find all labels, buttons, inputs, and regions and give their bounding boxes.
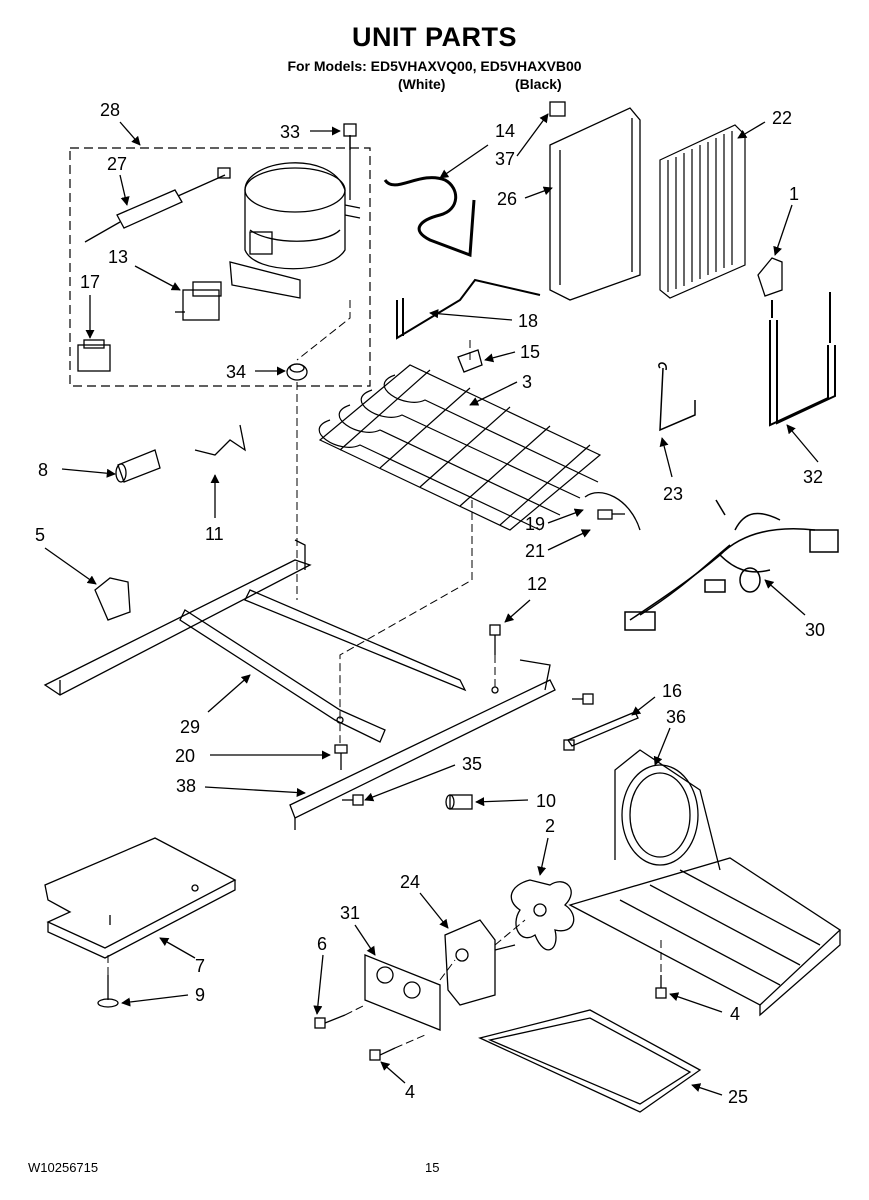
callout-13: 13	[108, 247, 128, 267]
filter-drier-drawing	[84, 167, 231, 243]
screw-35-drawing	[342, 693, 594, 806]
callout-4-right: 4	[730, 1004, 740, 1024]
callout-10: 10	[536, 791, 556, 811]
callout-33: 33	[280, 122, 300, 142]
callout-11: 11	[205, 524, 224, 544]
base-fan-bracket-drawing	[568, 749, 842, 1017]
fan-motor-drawing	[444, 919, 516, 1006]
callout-35: 35	[462, 754, 482, 774]
callout-22: 22	[772, 108, 792, 128]
callout-6: 6	[317, 934, 327, 954]
model-numbers: For Models: ED5VHAXVQ00, ED5VHAXVB00	[287, 58, 582, 74]
screw-12-drawing	[489, 624, 501, 655]
wire-harness-30-drawing	[624, 499, 839, 631]
clip-drawing	[757, 257, 783, 297]
callout-19: 19	[525, 514, 545, 534]
callout-16: 16	[662, 681, 682, 701]
page-number: 15	[425, 1160, 440, 1175]
callout-29: 29	[180, 717, 200, 737]
cable-tie-drawing	[563, 711, 639, 751]
motor-bracket-drawing	[364, 954, 441, 1031]
callout-32: 32	[803, 467, 823, 487]
compressor-drawing	[229, 135, 361, 299]
callout-25: 25	[728, 1087, 748, 1107]
condenser-shroud-drawing	[549, 101, 641, 301]
callout-1: 1	[789, 184, 799, 204]
fan-blade-drawing	[510, 879, 575, 951]
screw-4-lower-drawing	[369, 1047, 396, 1061]
callout-5: 5	[35, 525, 45, 545]
callout-9: 9	[195, 985, 205, 1005]
callout-34: 34	[226, 362, 246, 382]
callout-2: 2	[545, 816, 555, 836]
callout-21: 21	[525, 541, 545, 561]
callout-38: 38	[176, 776, 196, 796]
callout-27: 27	[107, 154, 127, 174]
drain-pan-drawing	[478, 1009, 702, 1113]
callout-30: 30	[805, 620, 825, 640]
callout-23: 23	[663, 484, 683, 504]
screw-33-drawing	[343, 123, 357, 150]
wire-harness-23-drawing	[658, 362, 696, 432]
callout-12: 12	[527, 574, 547, 594]
discharge-tube-drawing	[383, 176, 476, 258]
bracket-5-drawing	[94, 577, 131, 621]
callout-28: 28	[100, 100, 120, 120]
grommet-drawing	[286, 363, 308, 381]
callout-3: 3	[522, 372, 532, 392]
suction-tube-drawing	[769, 292, 836, 427]
tube-insulation-drawing	[115, 449, 161, 483]
variant-white-label: (White)	[398, 76, 446, 92]
grommet-10-drawing	[445, 794, 473, 810]
evaporator-clip-drawing	[457, 349, 483, 373]
wire-11-drawing	[194, 424, 246, 456]
callout-26: 26	[497, 189, 517, 209]
defrost-heater-drawing	[584, 492, 641, 531]
insulation-panel-drawing	[44, 837, 237, 959]
document-number: W10256715	[28, 1160, 99, 1175]
screw-4-upper-drawing	[655, 975, 667, 999]
callout-7: 7	[195, 956, 205, 976]
start-relay-drawing	[175, 281, 222, 321]
callout-4-bottom: 4	[405, 1082, 415, 1102]
callout-18: 18	[518, 311, 538, 331]
callout-36: 36	[666, 707, 686, 727]
callout-14: 14	[495, 121, 515, 141]
callout-20: 20	[175, 746, 195, 766]
callout-8: 8	[38, 460, 48, 480]
overload-protector-drawing	[77, 339, 111, 372]
compressor-kit-box	[69, 147, 371, 387]
callout-numbers: 28 27 13 17 33 34 14 37 26 22 1 18 15 3 …	[35, 100, 825, 1107]
variant-black-label: (Black)	[515, 76, 562, 92]
callout-24: 24	[400, 872, 420, 892]
page-title: UNIT PARTS	[352, 22, 517, 52]
assembly-lines	[107, 300, 662, 1049]
screw-6-drawing	[314, 1014, 346, 1029]
callout-15: 15	[520, 342, 540, 362]
callout-37: 37	[495, 149, 515, 169]
callout-leaders	[44, 113, 819, 1096]
evaporator-coil-drawing	[318, 364, 602, 531]
leveling-foot-drawing	[97, 975, 119, 1008]
frame-rails-drawing	[43, 539, 556, 830]
callout-31: 31	[340, 903, 360, 923]
condenser-coil-drawing	[659, 124, 746, 299]
condenser-tube-drawing	[396, 278, 541, 340]
screw-20-drawing	[334, 744, 348, 770]
callout-17: 17	[80, 272, 100, 292]
